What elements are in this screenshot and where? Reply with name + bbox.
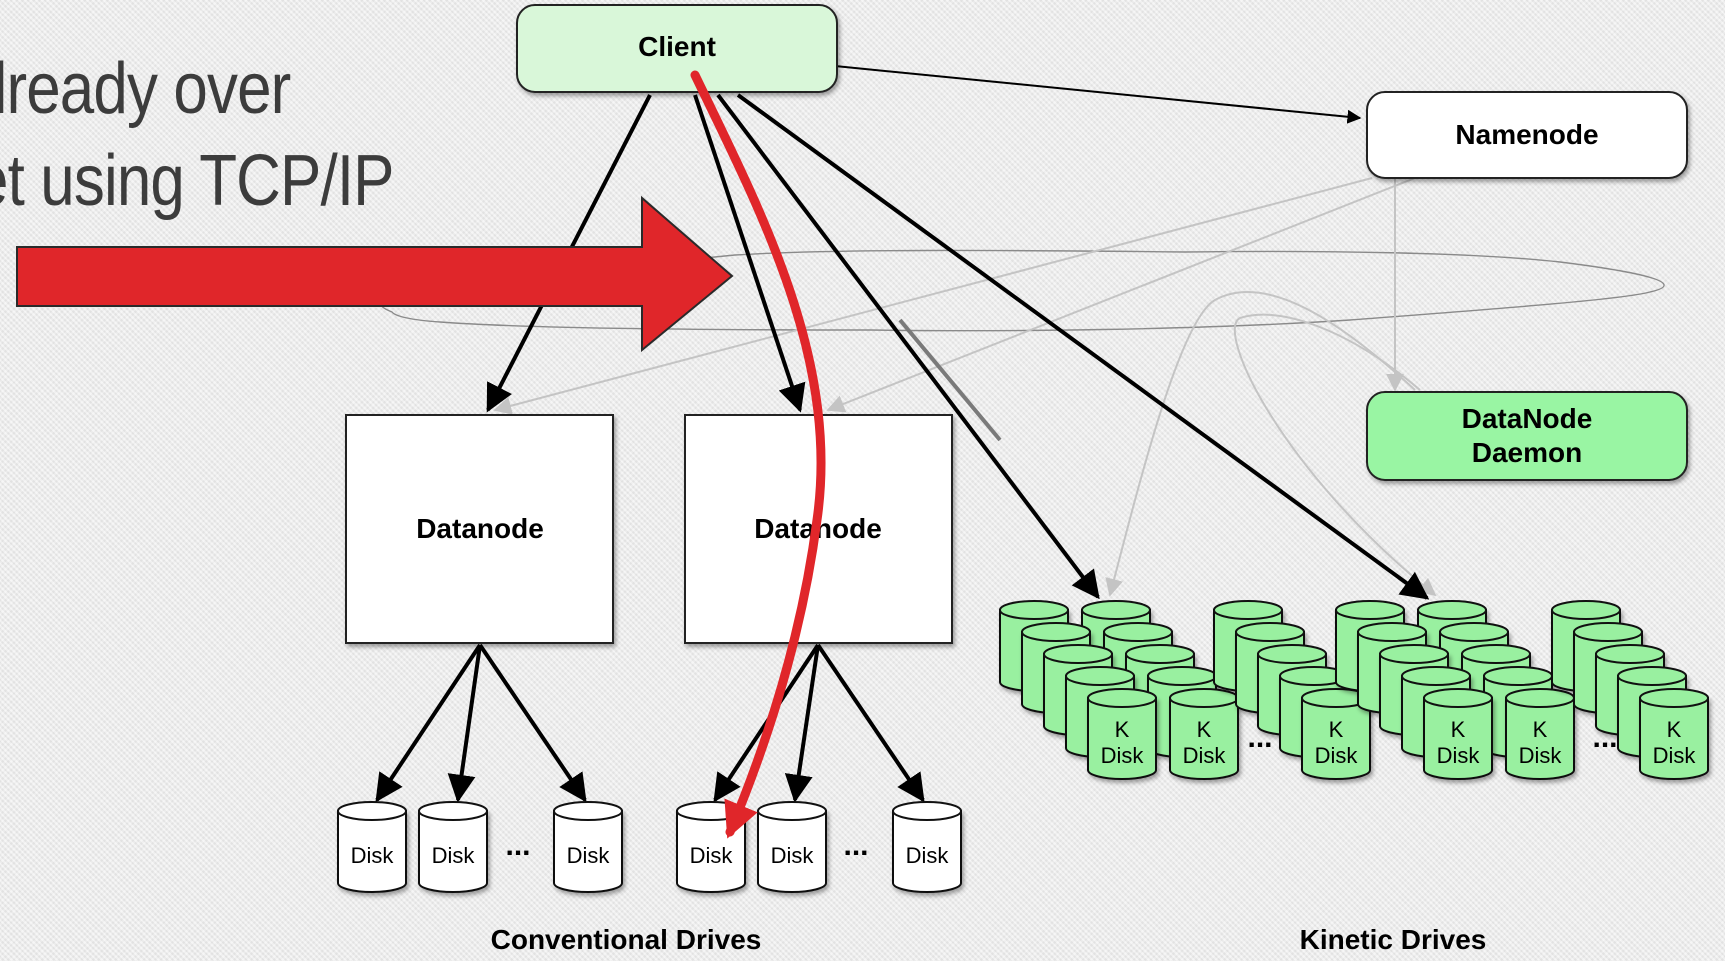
disk-label: Disk: [1101, 743, 1145, 768]
conventional-ellipsis-1: ...: [505, 829, 530, 862]
data-connections: [486, 65, 1430, 600]
kinetic-drives-caption: Kinetic Drives: [1300, 924, 1487, 955]
client-to-datanode-2-arrow: [693, 94, 806, 413]
datanode-1-label: Datanode: [416, 513, 544, 544]
kinetic-ellipsis-1: ...: [1247, 721, 1272, 754]
conventional-disk: Disk: [892, 801, 962, 893]
slide-text-line-1: already over: [0, 49, 291, 129]
namenode-label: Namenode: [1455, 119, 1598, 150]
slide-text-line-2: et using TCP/IP: [0, 141, 394, 221]
namenode-to-datanode-1-arrow: [493, 177, 1373, 415]
disk-label: Disk: [567, 843, 611, 868]
control-connections: [493, 177, 1437, 597]
data-path-arrow: [690, 70, 826, 839]
disk-label: K: [1115, 717, 1130, 742]
conventional-disks: Disk Disk Disk Disk Disk Disk: [337, 801, 962, 893]
disk-label: Disk: [906, 843, 950, 868]
daemon-label-line-1: DataNode: [1462, 403, 1593, 434]
client-to-kinetic-1-arrow: [716, 93, 1100, 600]
daemon-to-kinetic-1-arrow: [1105, 291, 1416, 597]
disk-label: K: [1329, 717, 1344, 742]
client-node[interactable]: Client: [516, 4, 838, 93]
disk-label: K: [1197, 717, 1212, 742]
client-to-kinetic-2-arrow: [736, 93, 1430, 600]
grey-overlap-segment: [898, 318, 1002, 442]
disk-label: Disk: [432, 843, 476, 868]
daemon-to-kinetic-2-arrow: [1233, 313, 1437, 597]
conventional-disk: Disk: [418, 801, 488, 893]
client-to-namenode-arrow: [834, 65, 1362, 124]
conventional-drives-caption: Conventional Drives: [491, 924, 762, 955]
disk-label: Disk: [771, 843, 815, 868]
datanode-disk-connections: [375, 643, 925, 803]
datanode-1[interactable]: Datanode: [345, 414, 614, 644]
highlight-arrow: [16, 195, 734, 353]
disk-label: Disk: [1315, 743, 1359, 768]
disk-label: K: [1533, 717, 1548, 742]
disk-label: Disk: [690, 843, 734, 868]
disk-label: Disk: [1437, 743, 1481, 768]
datanode-daemon-node[interactable]: DataNode Daemon: [1366, 391, 1688, 481]
disk-label: Disk: [1653, 743, 1697, 768]
disk-label: K: [1451, 717, 1466, 742]
disk-label: Disk: [1183, 743, 1227, 768]
namenode-node[interactable]: Namenode: [1366, 91, 1688, 179]
conventional-disk: Disk: [757, 801, 827, 893]
disk-label: Disk: [351, 843, 395, 868]
daemon-label-line-2: Daemon: [1472, 437, 1582, 468]
conventional-ellipsis-2: ...: [843, 829, 868, 862]
conventional-disk: Disk: [337, 801, 407, 893]
client-label: Client: [638, 31, 716, 62]
disk-label: K: [1667, 717, 1682, 742]
disk-label: Disk: [1519, 743, 1563, 768]
conventional-disk: Disk: [553, 801, 623, 893]
kinetic-ellipsis-2: ...: [1592, 721, 1617, 754]
